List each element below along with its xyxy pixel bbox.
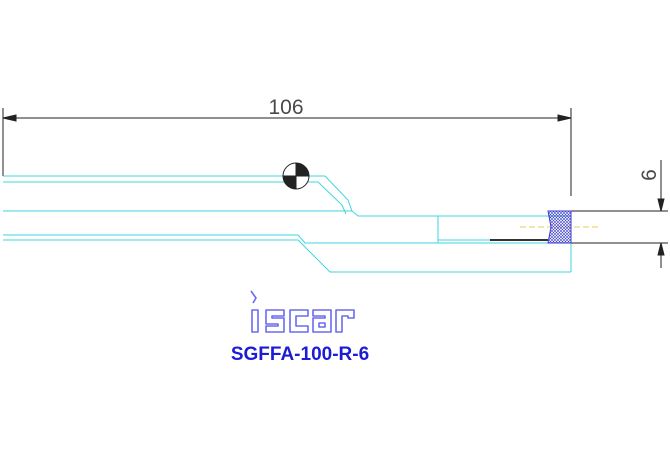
iscar-logo bbox=[250, 290, 355, 333]
arrowhead-left bbox=[2, 114, 17, 122]
insert-body bbox=[547, 210, 572, 244]
shank-lower-contour bbox=[297, 239, 571, 273]
dimension-label-width: 6 bbox=[638, 169, 661, 181]
shank-lower-taper bbox=[297, 234, 438, 244]
arrowhead-top bbox=[657, 198, 665, 212]
center-of-gravity-icon bbox=[282, 162, 310, 190]
tool-outline bbox=[3, 175, 572, 273]
shank-upper-taper-inner bbox=[317, 181, 347, 215]
cutting-insert bbox=[547, 210, 572, 244]
arrowhead-right bbox=[557, 114, 572, 122]
arrowhead-bottom bbox=[657, 242, 665, 256]
model-code: SGFFA-100-R-6 bbox=[231, 344, 369, 365]
shank-upper-taper bbox=[324, 175, 359, 217]
length-dimension bbox=[2, 108, 572, 196]
width-dimension bbox=[571, 160, 668, 268]
dimension-label-length: 106 bbox=[268, 96, 303, 119]
